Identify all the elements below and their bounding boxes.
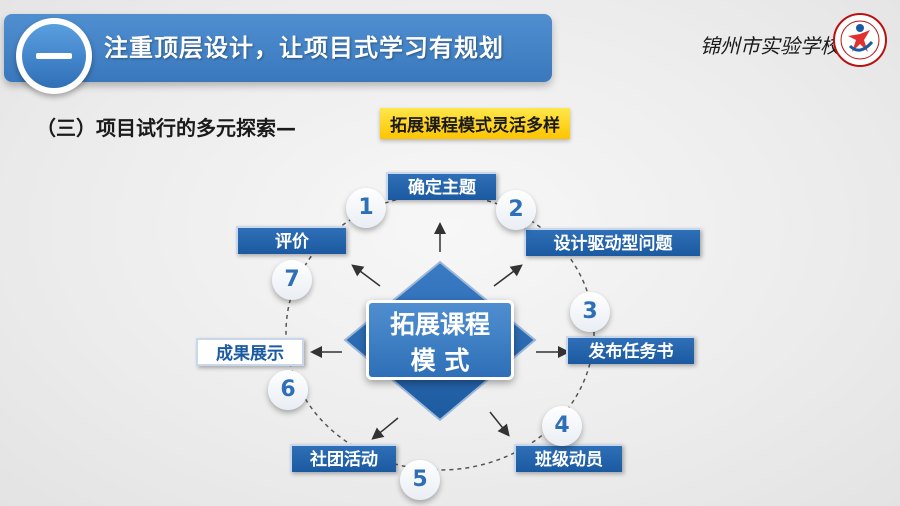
school-logo-icon [833, 13, 887, 67]
step-box-7: 评价 [236, 226, 346, 254]
center-title-box: 拓展课程 模 式 [366, 300, 514, 380]
step-box-2: 设计驱动型问题 [524, 228, 700, 256]
step-box-4: 班级动员 [514, 444, 622, 472]
step-box-5: 社团活动 [290, 444, 396, 472]
section-subtitle: （三）项目试行的多元探索— [36, 116, 296, 140]
school-name: 锦州市实验学校 [700, 34, 840, 58]
subtitle-highlight: 拓展课程模式灵活多样 [380, 108, 570, 139]
arrow-to-step-4 [489, 411, 510, 437]
dash-icon [36, 53, 72, 59]
step-box-6: 成果展示 [196, 338, 304, 366]
step-number-2: 2 [496, 190, 536, 230]
step-box-1: 确定主题 [386, 172, 496, 200]
page-title: 注重顶层设计，让项目式学习有规划 [104, 34, 504, 62]
section-badge [16, 18, 92, 94]
step-number-5: 5 [400, 460, 440, 500]
step-box-3: 发布任务书 [566, 336, 694, 364]
arrow-to-step-5 [371, 417, 399, 440]
arrow-to-step-7 [351, 264, 381, 287]
arrow-to-step-2 [493, 264, 523, 287]
step-number-1: 1 [346, 188, 386, 228]
step-number-4: 4 [542, 406, 582, 446]
section-badge-inner [22, 24, 86, 88]
header-banner: 注重顶层设计，让项目式学习有规划 [4, 14, 552, 94]
step-number-7: 7 [272, 260, 312, 300]
center-title-line-2: 模 式 [410, 346, 470, 375]
step-number-6: 6 [268, 370, 308, 410]
step-number-3: 3 [570, 292, 610, 332]
center-title-line-1: 拓展课程 [389, 310, 490, 339]
